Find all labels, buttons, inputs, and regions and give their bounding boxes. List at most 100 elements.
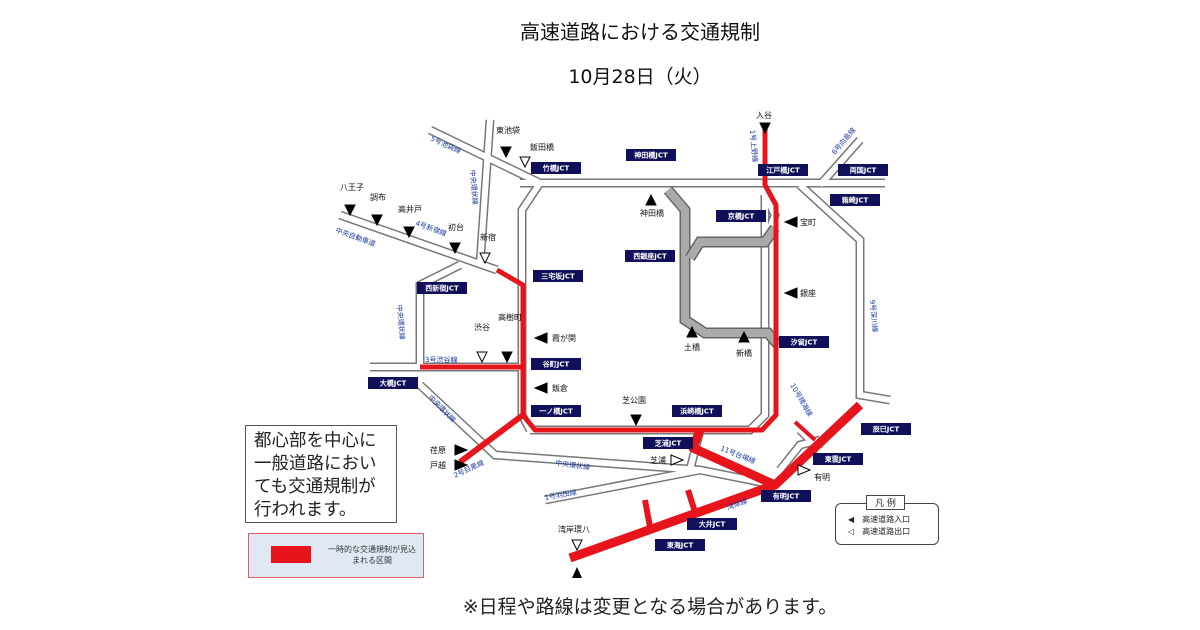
jct-label: 西新宿JCT — [417, 282, 467, 294]
ramp-marker: 宝町 — [783, 216, 816, 228]
entrance-icon — [645, 193, 657, 206]
exit-icon — [519, 156, 531, 169]
jct-name: 西銀座JCT — [633, 252, 667, 261]
restriction-section — [793, 420, 817, 442]
ramp-name: 八王子 — [340, 183, 364, 192]
ramp-name: 東池袋 — [496, 125, 520, 135]
restriction-section — [495, 125, 779, 433]
ramp-marker: 初台 — [448, 222, 464, 255]
ramp-marker: 神田橋 — [640, 193, 664, 218]
jct-label: 芝浦JCT — [643, 437, 693, 449]
jct-label: 江戸橋JCT — [758, 164, 808, 176]
ramp-name: 渋谷 — [474, 322, 490, 332]
entrance-icon — [371, 214, 383, 227]
jct-name: 浜崎橋JCT — [680, 407, 714, 416]
ramp-marker: 湾岸環八 — [558, 524, 590, 552]
ramp-name: 荏原 — [430, 446, 446, 455]
road-fill — [417, 382, 776, 488]
entrance-icon — [738, 330, 750, 343]
closed-c1-section — [663, 186, 783, 349]
road-fill — [544, 467, 701, 503]
legend-entrance-label: 高速道路入口 — [862, 515, 911, 524]
entrance-icon — [500, 146, 512, 159]
ramp-marker: 土橋 — [684, 325, 700, 352]
footnote: ※日程や路線は変更となる場合があります。 — [462, 596, 838, 618]
ramp-marker: 渋谷 — [474, 322, 490, 364]
entrance-icon — [783, 216, 798, 228]
ramp-name: 銀座 — [800, 288, 816, 298]
entrance-icon — [454, 459, 469, 471]
ramp-marker: 八王子 — [340, 183, 364, 217]
jct-label: 大井JCT — [687, 518, 737, 530]
ramp-marker: 新橋 — [736, 330, 752, 358]
exit-icon — [476, 351, 488, 364]
jct-label: 大橋JCT — [368, 377, 418, 389]
entrance-icon — [630, 414, 642, 427]
ramp-marker: 調布 — [370, 192, 386, 227]
ramp-marker: 銀座 — [783, 287, 816, 299]
ramp-marker: 飯倉 — [533, 382, 568, 394]
expressway-road — [530, 195, 770, 435]
road-network — [338, 119, 891, 505]
jct-label: 京橋JCT — [716, 210, 766, 222]
map-legend: 凡 例 ◀ 高速道路入口 ◁ 高速道路出口 — [835, 495, 939, 545]
jct-name: 汐留JCT — [791, 338, 818, 347]
restriction-swatch — [271, 546, 311, 563]
ramp-name: 初台 — [448, 222, 464, 232]
jct-name: 辰巳JCT — [873, 426, 900, 434]
exit-icon — [670, 454, 685, 466]
ramp-name: 宝町 — [800, 217, 816, 227]
road-fill — [797, 182, 891, 403]
jct-label: 西銀座JCT — [625, 250, 675, 262]
restriction-section — [685, 489, 698, 513]
ramp-name: 高井戸 — [398, 204, 422, 214]
jct-label: 谷町JCT — [531, 358, 581, 370]
jct-label: 浜崎橋JCT — [672, 405, 722, 417]
route-label: 10号晴海線 — [788, 382, 814, 418]
restriction-legend-text: 一時的な交通規制が見込まれる区間 — [328, 545, 416, 565]
ramp-marker: 霞が関 — [533, 332, 576, 344]
jct-label: 有明JCT — [761, 490, 811, 502]
jct-name: 谷町JCT — [543, 360, 570, 369]
jct-name: 両国JCT — [850, 166, 877, 175]
ramp-name: 調布 — [370, 192, 386, 202]
ramp-marker: 新宿 — [479, 232, 496, 265]
route-label: 中央環状線 — [427, 393, 458, 424]
ramp-marker: 芝公園 — [622, 395, 646, 427]
exit-icon — [479, 252, 491, 265]
jct-label: 神田橋JCT — [626, 149, 676, 161]
entrance-icon — [501, 351, 513, 364]
entrance-icon — [454, 444, 469, 456]
jct-label: 三宅坂JCT — [533, 270, 583, 282]
entrance-icon — [759, 122, 771, 135]
jct-label: 汐留JCT — [779, 336, 829, 348]
jct-label: 一ノ橋JCT — [531, 405, 581, 417]
page-title: 高速道路における交通規制 — [520, 20, 760, 44]
entrance-icon — [533, 332, 548, 344]
route-label: 3号渋谷線 — [425, 355, 457, 364]
general-road-note: 都心部を中心に一般道路においても交通規制が行われます。 — [245, 425, 397, 523]
jct-name: 京橋JCT — [728, 212, 755, 221]
jct-name: 芝浦JCT — [655, 439, 682, 448]
ramp-name: 霞が関 — [552, 333, 576, 343]
jct-name: 東海JCT — [667, 541, 694, 550]
route-label: 9号深川線 — [868, 299, 880, 332]
entrance-icon — [449, 242, 461, 255]
jct-label: 箱崎JCT — [830, 194, 880, 206]
ramp-name: 神田橋 — [640, 208, 664, 218]
road-fill — [817, 138, 863, 187]
ramp-name: 飯倉 — [552, 383, 568, 393]
jct-name: 有明JCT — [773, 492, 800, 501]
jct-name: 江戸橋JCT — [766, 166, 800, 175]
entrance-icon — [783, 287, 798, 299]
jct-label: 竹橋JCT — [531, 162, 581, 174]
ramp-marker: 入谷 — [756, 111, 772, 135]
jct-name: 一ノ橋JCT — [539, 407, 573, 416]
ramp-name: 高樹町 — [498, 312, 522, 322]
road-fill — [339, 212, 498, 273]
jct-label: 辰巳JCT — [861, 423, 911, 435]
ramp-name: 土橋 — [684, 342, 700, 352]
route-label: 中央環状線 — [395, 304, 407, 340]
legend-title: 凡 例 — [866, 495, 905, 510]
